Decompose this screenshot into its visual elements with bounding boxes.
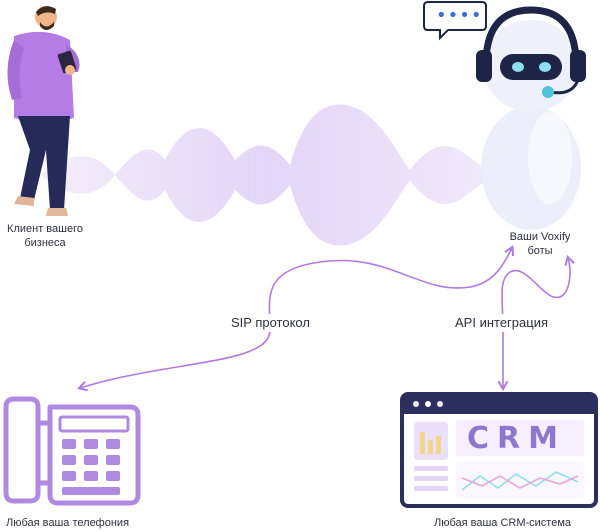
crm-logo-text: CRM	[467, 421, 566, 456]
client-person-illustration	[7, 6, 80, 216]
sip-protocol-label: SIP протокол	[227, 314, 314, 332]
bot-label-line2: боты	[527, 245, 553, 257]
crm-window-illustration	[400, 392, 598, 508]
bot-label-line1: Ваши Voxify	[509, 231, 571, 243]
sip-link-path	[76, 245, 515, 392]
api-integration-label: API интеграция	[451, 314, 552, 332]
telephony-label: Любая ваша телефония	[6, 517, 130, 529]
api-link-path	[497, 254, 575, 392]
client-label-line1: Клиент вашего	[7, 223, 83, 235]
client-label: Клиент вашего бизнеса	[5, 222, 85, 250]
client-label-line2: бизнеса	[24, 237, 66, 249]
telephone-icon	[3, 396, 141, 506]
chat-bubble-dots: ••••	[436, 5, 483, 26]
robot-bot-illustration	[423, 1, 586, 230]
bot-label: Ваши Voxify боты	[495, 230, 585, 258]
crm-label: Любая ваша CRM-система	[433, 517, 572, 529]
